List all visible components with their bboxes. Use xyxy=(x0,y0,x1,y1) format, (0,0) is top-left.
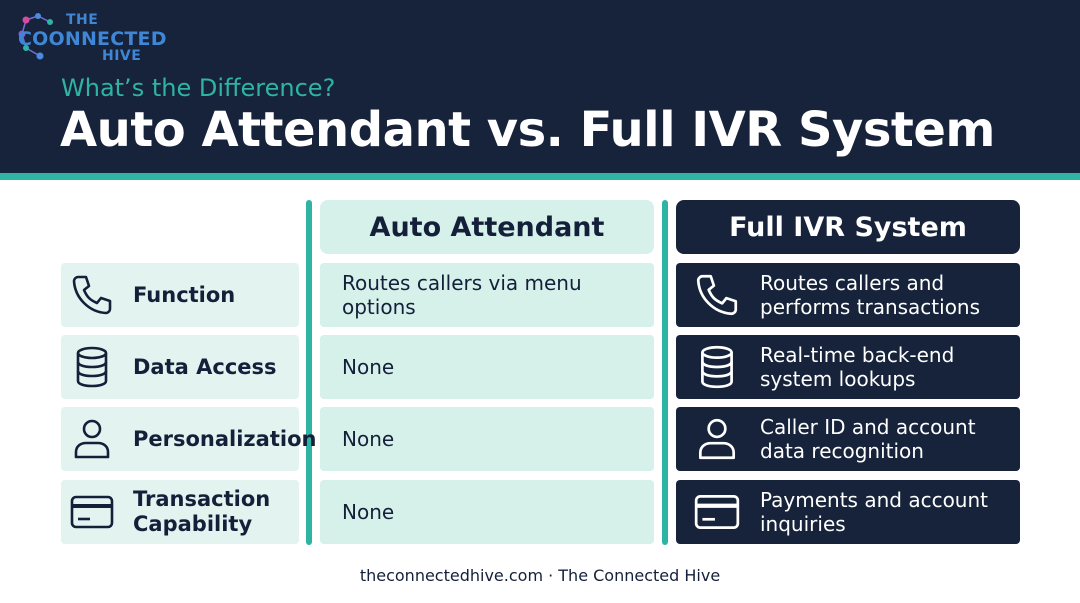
row-label-text: Transaction Capability xyxy=(133,487,271,536)
page-title: Auto Attendant vs. Full IVR System xyxy=(60,102,995,158)
full-ivr-cell-text: Payments and account inquiries xyxy=(760,487,988,536)
footer-credit[interactable]: theconnectedhive.com · The Connected Hiv… xyxy=(359,566,721,585)
full-ivr-cell-transaction-capability: Payments and account inquiries xyxy=(676,480,1020,544)
row-label-text: Data Access xyxy=(133,354,277,379)
row-label-text: Function xyxy=(133,282,236,307)
full-ivr-cell-function: Routes callers and performs transactions xyxy=(676,263,1020,327)
row-label-transaction-capability: Transaction Capability xyxy=(61,480,299,544)
full-ivr-cell-data-access: Real-time back-end system lookups xyxy=(676,335,1020,399)
user-icon xyxy=(61,407,123,471)
row-label-personalization: Personalization xyxy=(61,407,316,471)
row-label-text: Personalization xyxy=(133,426,317,451)
header-banner xyxy=(0,0,1080,173)
logo-text-the: THE xyxy=(66,12,99,28)
database-icon xyxy=(61,335,123,399)
header-accent-stripe xyxy=(0,173,1080,180)
auto-attendant-cell-personalization: None xyxy=(320,407,654,471)
auto-attendant-cell-transaction-capability: None xyxy=(320,480,654,544)
column-header-auto-attendant: Auto Attendant xyxy=(320,200,654,254)
auto-attendant-cell-function: Routes callers via menu options xyxy=(320,263,654,327)
credit-card-icon xyxy=(61,480,123,544)
logo-text-connected: COONNECTED xyxy=(18,28,167,50)
full-ivr-cell-personalization: Caller ID and account data recognition xyxy=(676,407,1020,471)
column-divider-left xyxy=(306,200,312,545)
full-ivr-cell-text: Caller ID and account data recognition xyxy=(760,414,976,463)
credit-card-icon xyxy=(676,480,758,544)
logo-text-hive: HIVE xyxy=(102,48,142,64)
phone-icon xyxy=(676,263,758,327)
header-kicker: What’s the Difference? xyxy=(61,74,336,102)
auto-attendant-cell-data-access: None xyxy=(320,335,654,399)
user-icon xyxy=(676,407,758,471)
brand-logo[interactable]: THE COONNECTED HIVE xyxy=(16,10,176,65)
hive-network-icon xyxy=(18,13,53,60)
column-divider-right xyxy=(662,200,668,545)
column-header-full-ivr: Full IVR System xyxy=(676,200,1020,254)
full-ivr-cell-text: Routes callers and performs transactions xyxy=(760,270,981,319)
phone-icon xyxy=(61,263,123,327)
database-icon xyxy=(676,335,758,399)
row-label-data-access: Data Access xyxy=(61,335,299,399)
row-label-function: Function xyxy=(61,263,299,327)
full-ivr-cell-text: Real-time back-end system lookups xyxy=(760,342,955,391)
